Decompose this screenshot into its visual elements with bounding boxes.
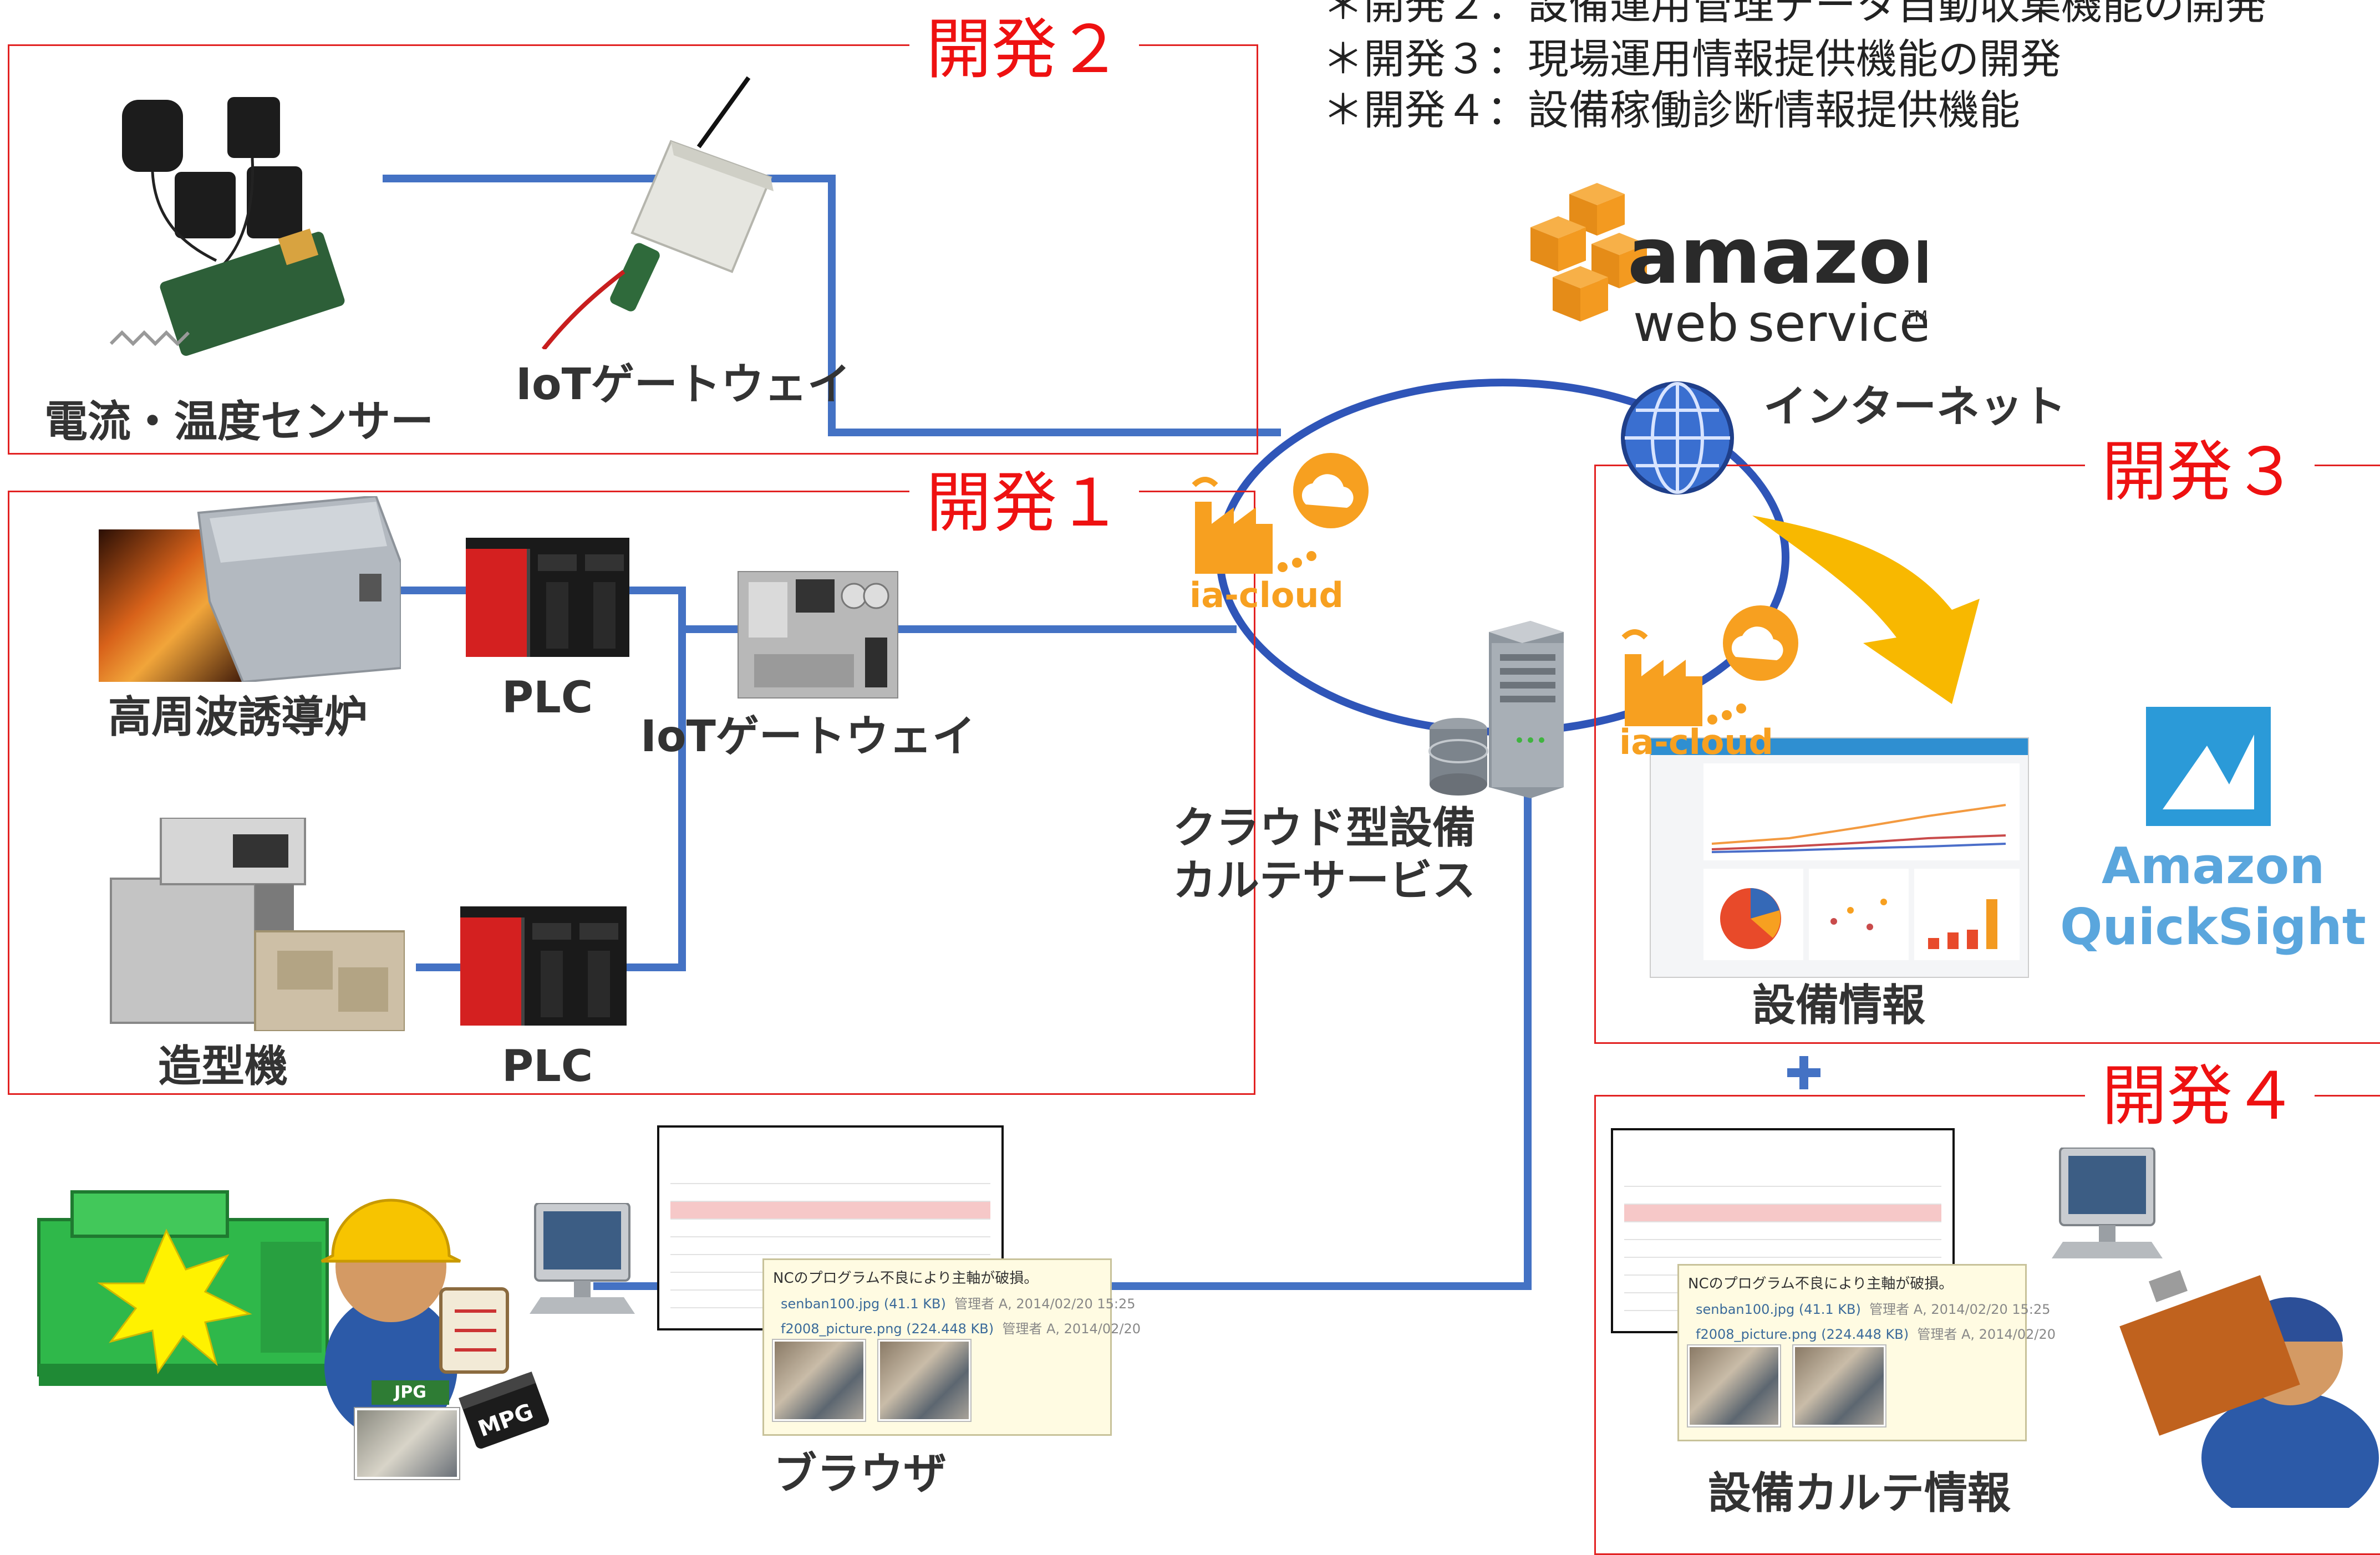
aws-logo: amazon web services TM [1530, 183, 1927, 353]
cloud-service-label-2: カルテサービス [1173, 856, 1476, 906]
aws-amazon-text: amazon [1628, 211, 1927, 302]
aws-web-text: web [1633, 294, 1738, 353]
internet-label: インターネット [1763, 382, 2067, 432]
gateway-mid-label: IoTゲートウェイ [640, 712, 975, 762]
plc-bottom-image [460, 906, 627, 1026]
line-plc-gateway [627, 587, 738, 633]
aws-services-text: services [1748, 294, 1927, 353]
line-plc-bottom [627, 629, 686, 971]
mpg-film-icon: MPG [459, 1372, 550, 1449]
karte-popup-right: NCのプログラム不良により主軸が破損。 senban100.jpg (41.1 … [1677, 1264, 2056, 1441]
impact-burst-icon [97, 1228, 252, 1375]
gateway-top-label: IoTゲートウェイ [516, 360, 851, 410]
furnace-image [99, 496, 401, 682]
dashboard-screenshot [1650, 737, 2029, 978]
iot-gateway-device-image [541, 76, 774, 349]
note-dev4: ＊開発４：設備稼働診断情報提供機能 [1323, 86, 2020, 134]
line-gateway2-cloud [383, 175, 1281, 436]
dashboard-graphics [1703, 763, 2020, 960]
plc-bottom-label: PLC [502, 1042, 593, 1092]
jpg-badge: JPG [372, 1380, 449, 1405]
note-dev3: ＊開発３：現場運用情報提供機能の開発 [1323, 35, 2061, 83]
server-icon [1428, 621, 1564, 798]
current-sensor-image [109, 97, 345, 356]
popup-message-right: NCのプログラム不良により主軸が破損。 [1688, 1276, 1954, 1292]
molding-machine-image [110, 818, 405, 1031]
popup-file1-left: senban100.jpg (41.1 KB) 管理者 A, 2014/02/2… [781, 1296, 1136, 1312]
dev1-title: 開発１ [909, 470, 1140, 536]
dev2-title: 開発２ [909, 17, 1140, 82]
dev1-box [8, 491, 1255, 1095]
furnace-label: 高周波誘導炉 [108, 692, 368, 742]
ia-cloud-text-left: ia-cloud [1189, 575, 1344, 615]
quicksight-label-2: QuickSight [2060, 898, 2366, 956]
sensor-label: 電流・温度センサー [44, 397, 434, 447]
browser-label: ブラウザ [774, 1449, 947, 1499]
green-machine-image [37, 1190, 329, 1386]
note-dev2: ＊開発２：設備運用管理データ自動収集機能の開発 [1323, 0, 2266, 29]
equipment-info-label: 設備情報 [1752, 981, 1926, 1031]
plc-top-image [466, 538, 629, 657]
photo-thumbnail[interactable] [1688, 1345, 1780, 1426]
molding-label: 造型機 [158, 1042, 288, 1092]
computer-icon-left [530, 1203, 635, 1314]
popup-file1-right: senban100.jpg (41.1 KB) 管理者 A, 2014/02/2… [1696, 1302, 2051, 1317]
cloud-service-label-1: クラウド型設備 [1173, 803, 1476, 853]
dev4-title: 開発４ [2085, 1063, 2315, 1129]
iot-gateway-panel-image [738, 571, 898, 699]
quicksight-logo-icon [2146, 707, 2271, 826]
popup-file2-left: f2008_picture.png (224.448 KB) 管理者 A, 20… [781, 1321, 1141, 1337]
karte-info-label: 設備カルテ情報 [1708, 1469, 2011, 1518]
engineer-toolbox-icon [2119, 1270, 2379, 1508]
quicksight-label-1: Amazon [2102, 837, 2325, 895]
plc-top-label: PLC [502, 673, 593, 723]
dev3-box [1594, 465, 2380, 1044]
ia-cloud-logo-left: ia-cloud [1189, 453, 1369, 615]
karte-popup-left: NCのプログラム不良により主軸が破損。 senban100.jpg (41.1 … [762, 1258, 1141, 1436]
aws-tm-text: TM [1904, 307, 1927, 325]
ia-cloud-logo-right: ia-cloud [1619, 605, 1798, 762]
photo-thumbnail[interactable] [773, 1340, 865, 1421]
dev3-title: 開発３ [2085, 439, 2315, 504]
photo-thumbnail[interactable] [878, 1340, 970, 1421]
popup-file2-right: f2008_picture.png (224.448 KB) 管理者 A, 20… [1696, 1327, 2056, 1342]
curved-arrow [1752, 516, 1980, 704]
computer-icon-right [2052, 1148, 2163, 1258]
line-server-browser [1109, 787, 1532, 1290]
photo-thumbnail[interactable] [1793, 1345, 1885, 1426]
dev2-box [8, 44, 1258, 455]
worker-icon [321, 1199, 509, 1439]
globe-icon [1621, 381, 1734, 494]
popup-message-left: NCのプログラム不良により主軸が破損。 [773, 1270, 1039, 1287]
ia-cloud-text-right: ia-cloud [1619, 722, 1773, 762]
jpg-thumbnail [355, 1408, 459, 1479]
